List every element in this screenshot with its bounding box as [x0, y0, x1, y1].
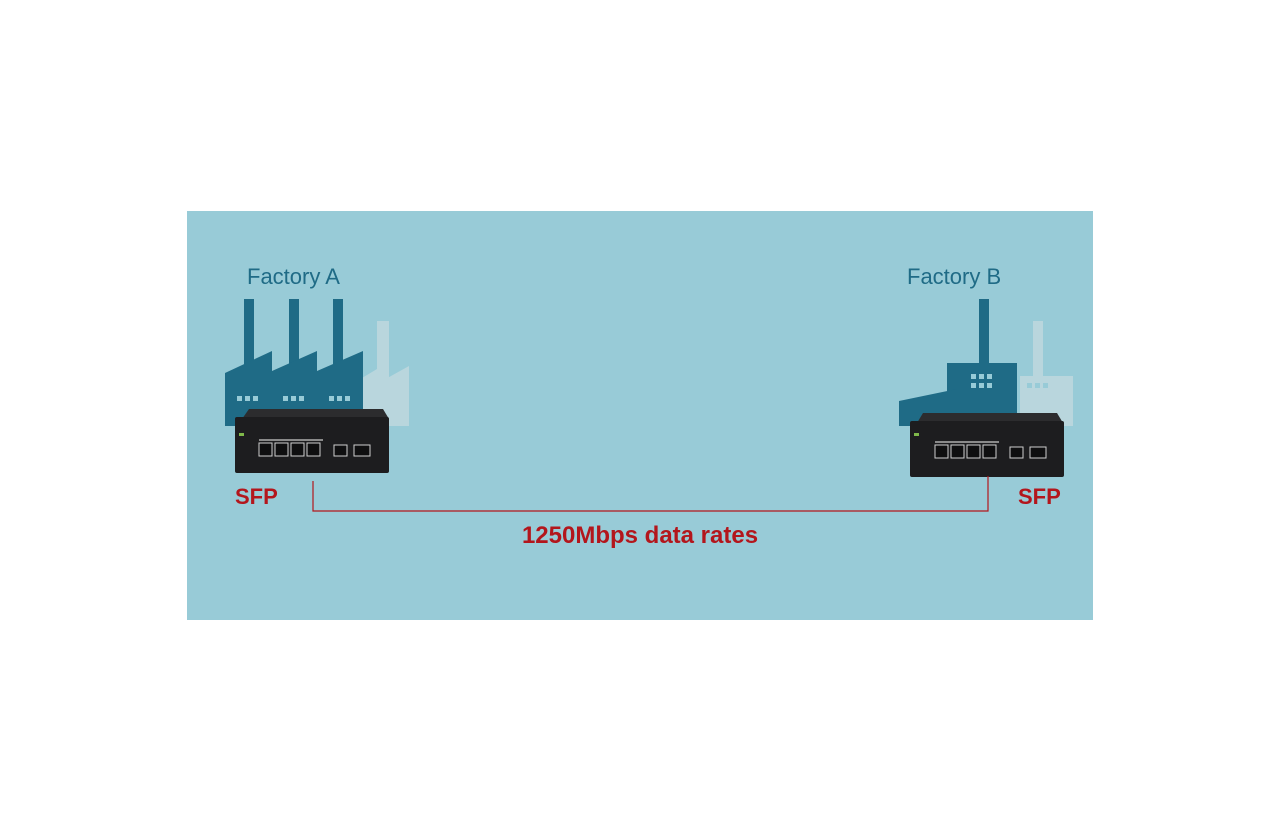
link-rate-label: 1250Mbps data rates: [521, 522, 759, 549]
fiber-link-line: [312, 476, 989, 512]
factory-b-title: Factory B: [907, 264, 1002, 289]
factory-b-sfp-label: SFP: [1018, 484, 1061, 509]
diagram-art: [225, 299, 1073, 512]
factory-a-title: Factory A: [247, 264, 340, 289]
factory-a-sfp-label: SFP: [235, 484, 278, 509]
factory-b-icon: [899, 299, 1048, 426]
switch-b-icon: [910, 413, 1064, 477]
switch-a-icon: [235, 409, 389, 473]
factory-b-faded-icon: [1020, 321, 1073, 426]
factory-a-icon: [225, 299, 363, 426]
diagram-panel: Factory A Factory B SFP SFP 1250Mbps dat…: [187, 211, 1093, 620]
